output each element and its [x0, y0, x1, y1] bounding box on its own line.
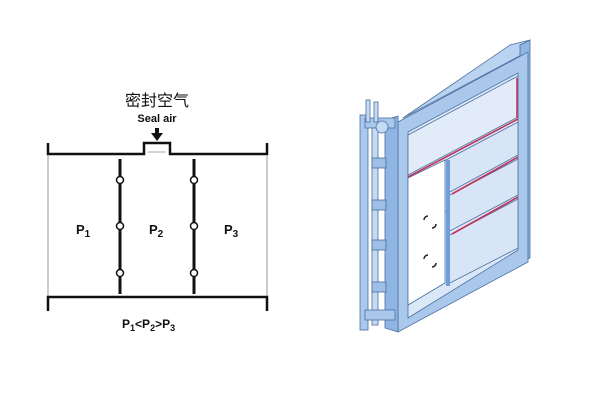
title-seal-air: Seal air	[137, 113, 177, 125]
access-door	[407, 159, 446, 306]
title-chinese: 密封空气	[125, 92, 189, 110]
chamber-p2-label: P2	[149, 222, 164, 240]
pressure-relation: P1<P2>P3	[122, 317, 175, 333]
seal-air-arrow-icon	[151, 128, 163, 141]
duct-bottom-wall	[46, 295, 269, 311]
chamber-p3-label: P3	[224, 222, 239, 240]
damper-blade-line-1	[115, 159, 125, 294]
damper-blade-line-2	[189, 159, 199, 294]
duct-top-wall	[46, 141, 269, 156]
chamber-p1-label: P1	[76, 222, 91, 240]
actuator-assembly	[359, 99, 399, 333]
blade-1	[407, 75, 519, 176]
door-latch-icon	[423, 215, 437, 268]
blade-seals	[407, 78, 519, 235]
